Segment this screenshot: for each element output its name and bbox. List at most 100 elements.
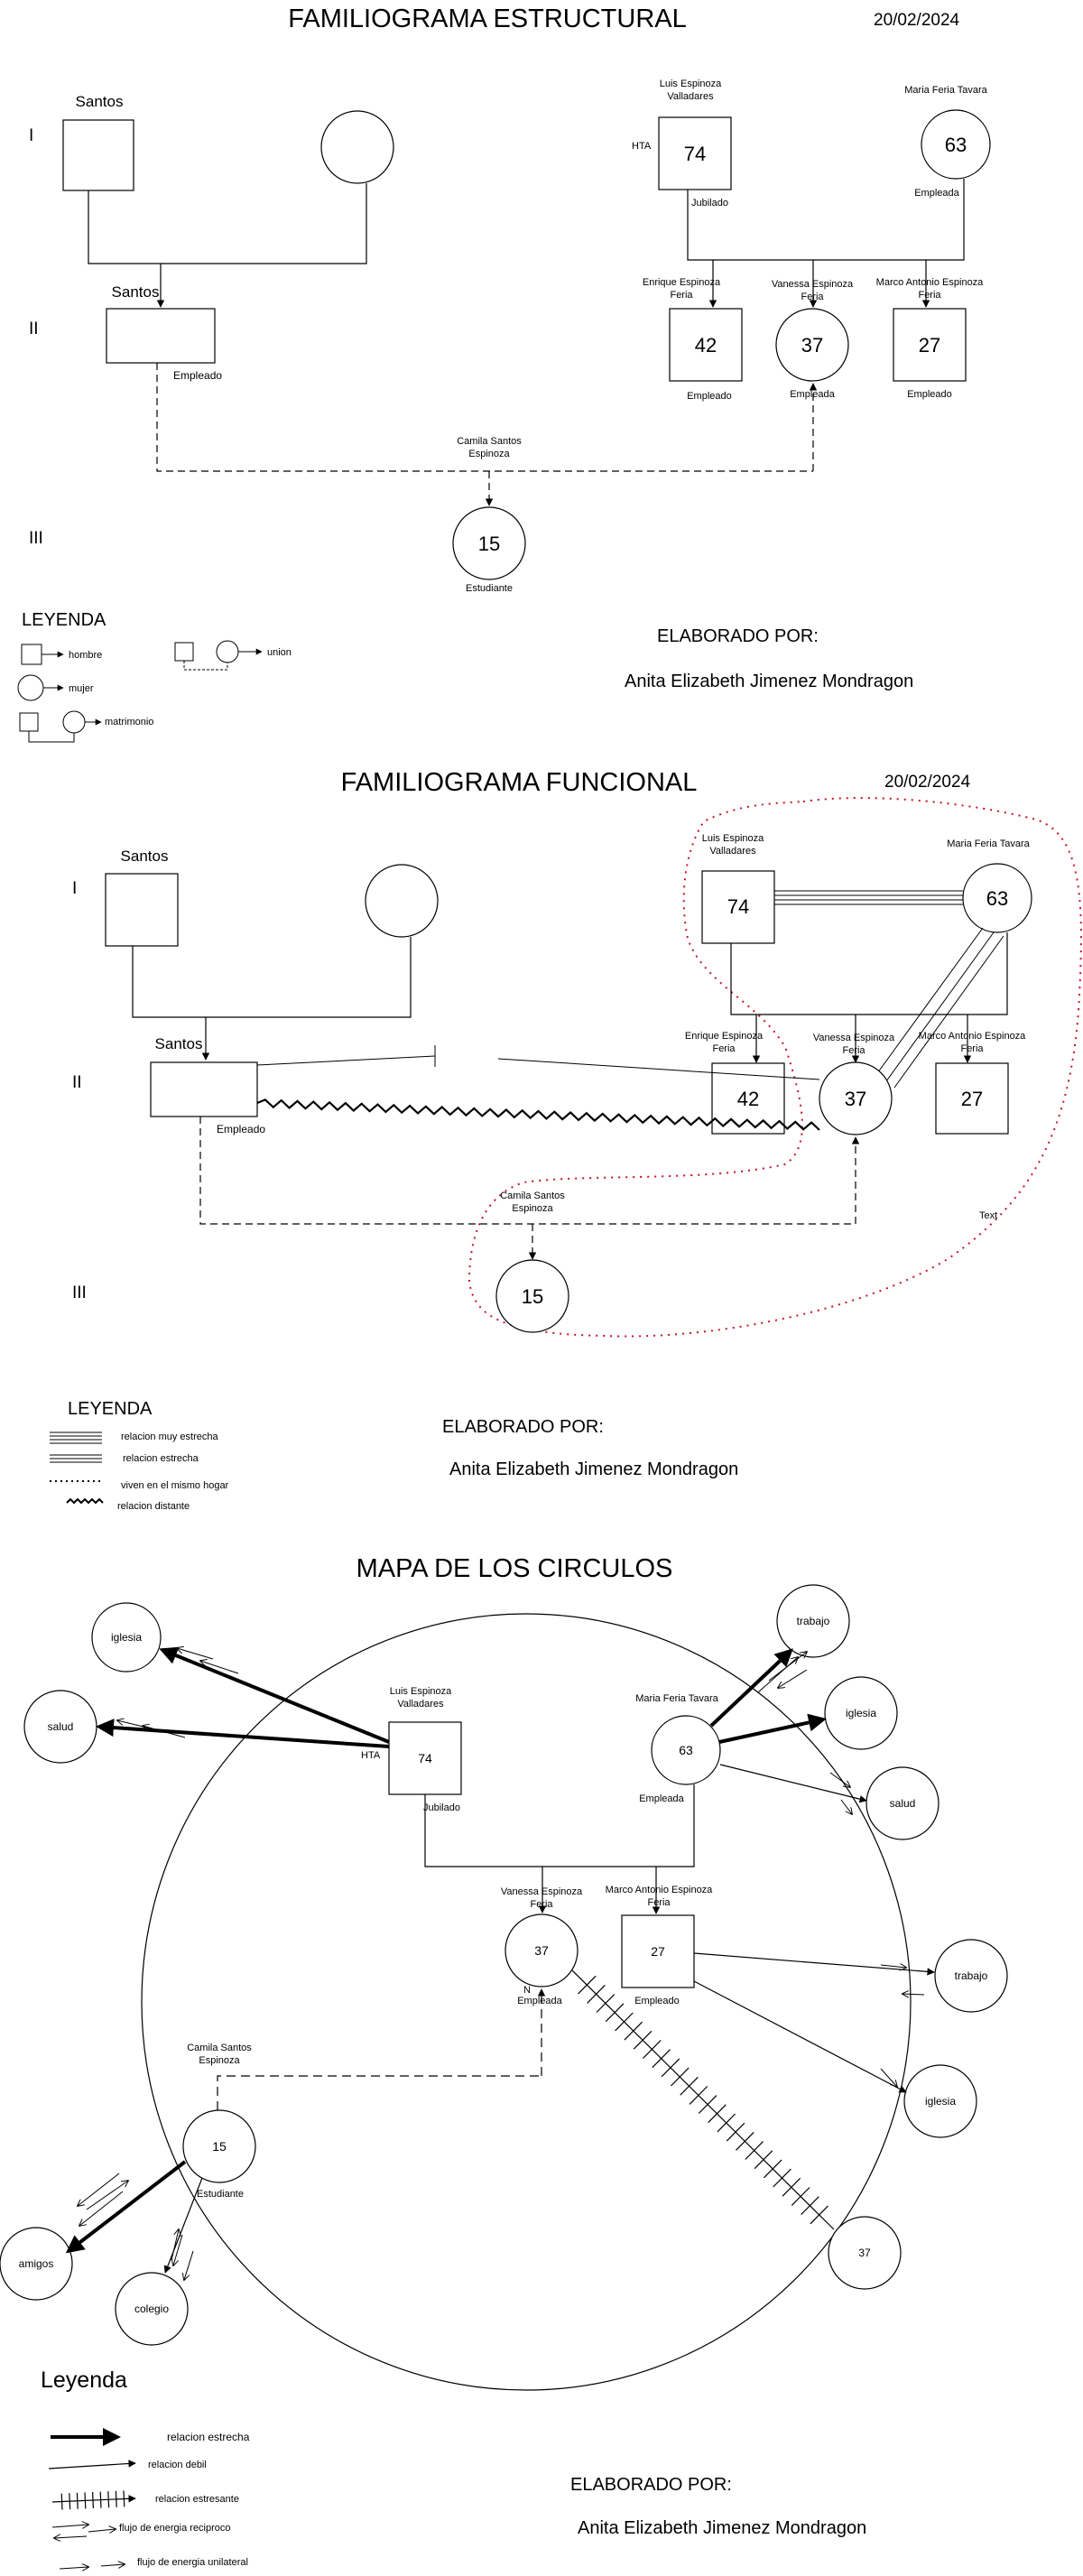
maria-symbol	[921, 109, 991, 180]
flow-colegio-2	[171, 2229, 179, 2261]
legend-same-home-label: viven en el mismo hogar	[121, 1480, 229, 1491]
santos-son-name: Santos	[112, 283, 160, 301]
santos-son-note: Empleado	[173, 369, 222, 382]
circulos-maria-age: 63	[679, 1743, 693, 1757]
funcional-enrique-age: 42	[737, 1088, 759, 1110]
circulos-marco-symbol	[621, 1914, 695, 1988]
enrique-age: 42	[695, 334, 717, 357]
funcional-date: 20/02/2024	[884, 773, 971, 792]
circulos-union-line	[217, 2075, 542, 2110]
circulos-camila-symbol	[182, 2109, 256, 2183]
legend-unilateral-1	[59, 2567, 88, 2569]
flow-iglesia-left-2	[177, 1648, 214, 1660]
maria-name: Maria Feria Tavara	[904, 85, 987, 96]
flow-iglesia-left-1	[200, 1661, 239, 1674]
circulos-legend-title: Leyenda	[41, 2368, 127, 2393]
circulos-credit-label: ELABORADO POR:	[570, 2475, 732, 2495]
funcional-generation-label-2: II	[72, 1073, 82, 1092]
funcional-vanessa-name-line-2: Feria	[842, 1045, 865, 1056]
circulos-title: MAPA DE LOS CIRCULOS	[356, 1554, 673, 1583]
legend-matrimonio-female-icon	[62, 710, 86, 734]
funcional-luis-age: 74	[727, 895, 749, 918]
funcional-credit-author: Anita Elizabeth Jimenez Mondragon	[449, 1459, 738, 1479]
camila-name-line-2: Espinoza	[468, 449, 510, 459]
funcional-marco-symbol	[935, 1062, 1009, 1135]
legend-close-label: relacion estrecha	[123, 1453, 199, 1464]
legend-matrimonio-line	[28, 731, 75, 743]
estructural-legend: LEYENDA hombre mujer matrimonio union	[17, 610, 292, 743]
legend-stress-label: relacion estresante	[155, 2494, 239, 2505]
funcional-title: FAMILIOGRAMA FUNCIONAL	[341, 768, 698, 797]
legend-strong-label: relacion estrecha	[167, 2431, 250, 2443]
circulos-credit-author: Anita Elizabeth Jimenez Mondragon	[578, 2518, 866, 2538]
funcional-vanessa-symbol	[819, 1061, 893, 1135]
funcional-marco-age: 27	[961, 1088, 983, 1110]
funcional-santos-son-symbol	[150, 1061, 258, 1117]
circulos-camila-note: Estudiante	[197, 2189, 244, 2200]
legend-weak-label: relacion debil	[148, 2460, 207, 2470]
luis-age: 74	[684, 143, 706, 165]
funcional-santos-marriage-line	[132, 937, 412, 1018]
marco-iglesia-weak-relation	[693, 1980, 907, 2093]
camila-age: 15	[478, 533, 500, 555]
section-funcional: FAMILIOGRAMA FUNCIONAL 20/02/2024 I II I…	[50, 768, 1082, 1512]
maria-salud-weak-relation	[719, 1764, 867, 1803]
colegio-label: colegio	[134, 2303, 169, 2315]
flow-salud-left-2	[117, 1720, 159, 1731]
funcional-marco-name-line-1: Marco Antonio Espinoza	[919, 1031, 1027, 1042]
union-line-santos	[156, 363, 813, 472]
marco-symbol	[893, 308, 967, 382]
circulos-luis-note: Jubilado	[423, 1802, 460, 1813]
flow-trabajo-maria-3	[778, 1669, 808, 1688]
santos-father-symbol	[62, 119, 134, 191]
circulos-camila-name-line-2: Espinoza	[199, 2055, 240, 2066]
funcional-santos-son-name: Santos	[155, 1035, 203, 1052]
enrique-note: Empleado	[687, 391, 732, 402]
salud-left-label: salud	[48, 1720, 74, 1733]
generation-label-3: III	[29, 529, 43, 548]
funcional-marco-name-line-2: Feria	[960, 1043, 984, 1054]
circulos-vanessa-name-line-1: Vanessa Espinoza	[501, 1886, 583, 1897]
vanessa-trabajo-stress-hatch	[578, 1975, 828, 2225]
funcional-santos-spouse-symbol	[365, 864, 439, 938]
maria-note: Empleada	[914, 188, 959, 199]
legend-weak-icon	[48, 2460, 136, 2469]
legend-union-line	[183, 661, 228, 671]
funcional-santos-father-symbol	[105, 873, 179, 947]
funcional-legend: LEYENDA relacion muy estrecha relacion e…	[50, 1399, 229, 1512]
camila-colegio-weak-relation	[163, 2177, 203, 2274]
legend-very-close-icon	[50, 1432, 102, 1444]
vanessa-trabajo-stress-relation	[571, 1969, 835, 2230]
funcional-santos-father-name: Santos	[121, 848, 169, 865]
generation-label-2: II	[29, 320, 39, 338]
camila-note: Estudiante	[466, 583, 513, 594]
legend-very-close-label: relacion muy estrecha	[121, 1432, 218, 1442]
same-home-boundary	[467, 797, 1082, 1338]
trabajo-vanessa-label: 37	[858, 2247, 871, 2259]
santos-father-name: Santos	[76, 93, 124, 110]
amigos-label: amigos	[19, 2257, 54, 2270]
funcional-maria-symbol	[962, 863, 1032, 933]
circulos-marco-name-line-2: Feria	[647, 1897, 671, 1908]
circulos-marriage-line	[424, 1784, 695, 1867]
camila-amigos-strong-relation	[65, 2160, 187, 2254]
energy-flow-arrows	[78, 1648, 925, 2280]
luis-maria-very-close-relation	[774, 890, 963, 905]
legend-reciprocal-1	[51, 2525, 88, 2527]
funcional-vanessa-age: 37	[845, 1088, 866, 1110]
funcional-maria-age: 63	[986, 887, 1008, 910]
luis-salud-strong-relation	[96, 1719, 390, 1748]
flow-iglesia-marco	[880, 2068, 897, 2087]
circulos-vanessa-n: N	[523, 1985, 531, 1996]
funcional-luis-maria-marriage-line	[730, 932, 1008, 1015]
funcional-enrique-name-line-2: Feria	[712, 1043, 736, 1054]
luis-maria-marriage-line	[687, 179, 965, 261]
iglesia-maria-label: iglesia	[846, 1707, 876, 1719]
trabajo-maria-circle	[776, 1584, 850, 1658]
flow-trabajo-marco-1	[880, 1965, 906, 1968]
salud-maria-circle	[865, 1766, 940, 1840]
circulos-vanessa-note: Empleada	[517, 1996, 562, 2006]
legend-union-label: union	[267, 647, 292, 658]
circulos-camila-name-line-1: Camila Santos	[187, 2043, 252, 2053]
